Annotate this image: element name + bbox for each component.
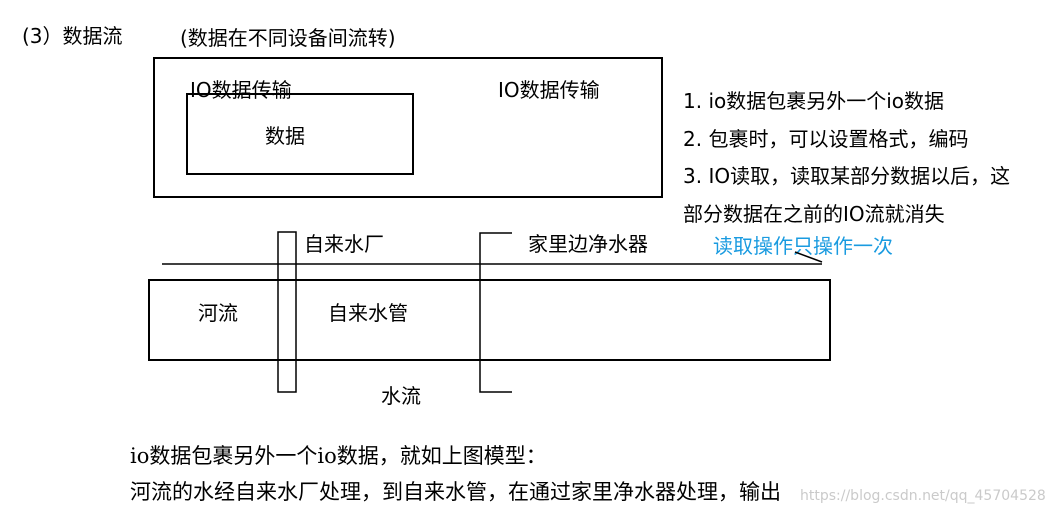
- pipe-label: 自来水管: [328, 301, 408, 325]
- subheading: (数据在不同设备间流转): [180, 26, 396, 50]
- note-1: 1. io数据包裹另外一个io数据: [683, 89, 945, 113]
- plant-rect: [277, 231, 297, 393]
- io-label-right: IO数据传输: [498, 78, 600, 102]
- pipe-rect: [148, 279, 831, 361]
- flow-label: 水流: [381, 384, 421, 408]
- heading: (3）数据流: [22, 24, 123, 48]
- watermark: https://blog.csdn.net/qq_45704528: [800, 488, 1046, 504]
- io-outer-box: [153, 57, 663, 198]
- data-label: 数据: [265, 124, 305, 148]
- annotation: 读取操作只操作一次: [713, 234, 893, 258]
- caption-line-1: io数据包裹另外一个io数据，就如上图模型：: [130, 444, 547, 468]
- purifier-bracket: [479, 232, 512, 393]
- purifier-label: 家里边净水器: [528, 232, 648, 256]
- river-label: 河流: [198, 301, 238, 325]
- note-3: 3. IO读取，读取某部分数据以后，这: [683, 164, 1011, 188]
- note-4: 部分数据在之前的IO流就消失: [683, 202, 945, 226]
- data-inner-box: [186, 93, 414, 175]
- annotation-pointer: [794, 251, 823, 263]
- note-2: 2. 包裹时，可以设置格式，编码: [683, 127, 969, 151]
- caption-line-2: 河流的水经自来水厂处理，到自来水管，在通过家里净水器处理，输出: [130, 480, 781, 504]
- io-label-left: IO数据传输: [190, 78, 292, 102]
- plant-label: 自来水厂: [304, 232, 384, 256]
